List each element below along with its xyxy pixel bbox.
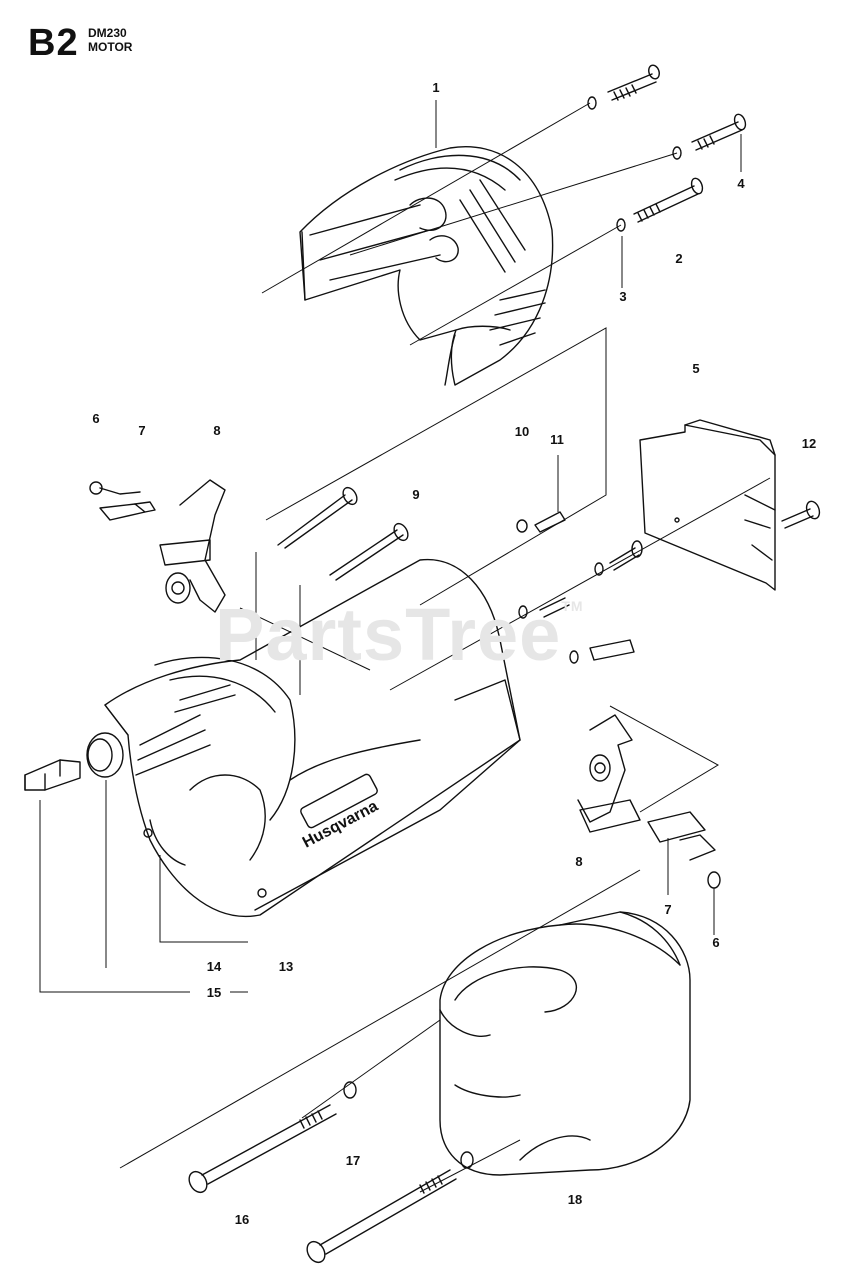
housing-screws bbox=[277, 486, 643, 664]
callout-7b: 7 bbox=[664, 902, 672, 917]
model-number: DM230 bbox=[88, 26, 127, 40]
leader-lines bbox=[39, 100, 771, 1193]
board-screw bbox=[781, 500, 821, 529]
callout-12: 12 bbox=[801, 436, 817, 451]
callout-14: 14 bbox=[206, 959, 222, 974]
callout-17: 17 bbox=[345, 1153, 361, 1168]
callout-18: 18 bbox=[567, 1192, 583, 1207]
cover-screws bbox=[587, 64, 747, 232]
section-name: MOTOR bbox=[88, 40, 133, 54]
stator bbox=[439, 911, 691, 1176]
watermark-tm: TM bbox=[561, 598, 584, 614]
watermark: PartsTreeTM bbox=[215, 592, 584, 677]
callout-15: 15 bbox=[206, 985, 222, 1000]
watermark-text: PartsTree bbox=[215, 593, 562, 676]
diagram-code: B2 bbox=[28, 22, 79, 64]
callout-11: 11 bbox=[550, 432, 564, 447]
callout-6: 6 bbox=[92, 411, 100, 426]
diagram-title: DM230 MOTOR bbox=[88, 26, 132, 54]
brush-holder-right bbox=[577, 714, 721, 889]
callout-7: 7 bbox=[138, 423, 146, 438]
callout-6b: 6 bbox=[712, 935, 720, 950]
callout-8b: 8 bbox=[575, 854, 583, 869]
circuit-board bbox=[639, 419, 776, 591]
callout-16: 16 bbox=[234, 1212, 250, 1227]
callout-2: 2 bbox=[675, 251, 683, 266]
stator-screws bbox=[188, 1081, 474, 1264]
callout-8: 8 bbox=[213, 423, 221, 438]
callout-13: 13 bbox=[278, 959, 294, 974]
callout-5: 5 bbox=[692, 361, 700, 376]
callout-4: 4 bbox=[737, 176, 745, 191]
motor-cover bbox=[299, 146, 554, 386]
brush-holder-left bbox=[89, 479, 226, 613]
callout-9: 9 bbox=[412, 487, 420, 502]
housing-brand-label: Husqvarna bbox=[300, 798, 381, 852]
callout-10: 10 bbox=[514, 424, 530, 439]
callout-1: 1 bbox=[432, 80, 440, 95]
bearing-and-magnet bbox=[24, 732, 124, 791]
callout-3: 3 bbox=[619, 289, 627, 304]
motor-housing bbox=[104, 558, 521, 918]
